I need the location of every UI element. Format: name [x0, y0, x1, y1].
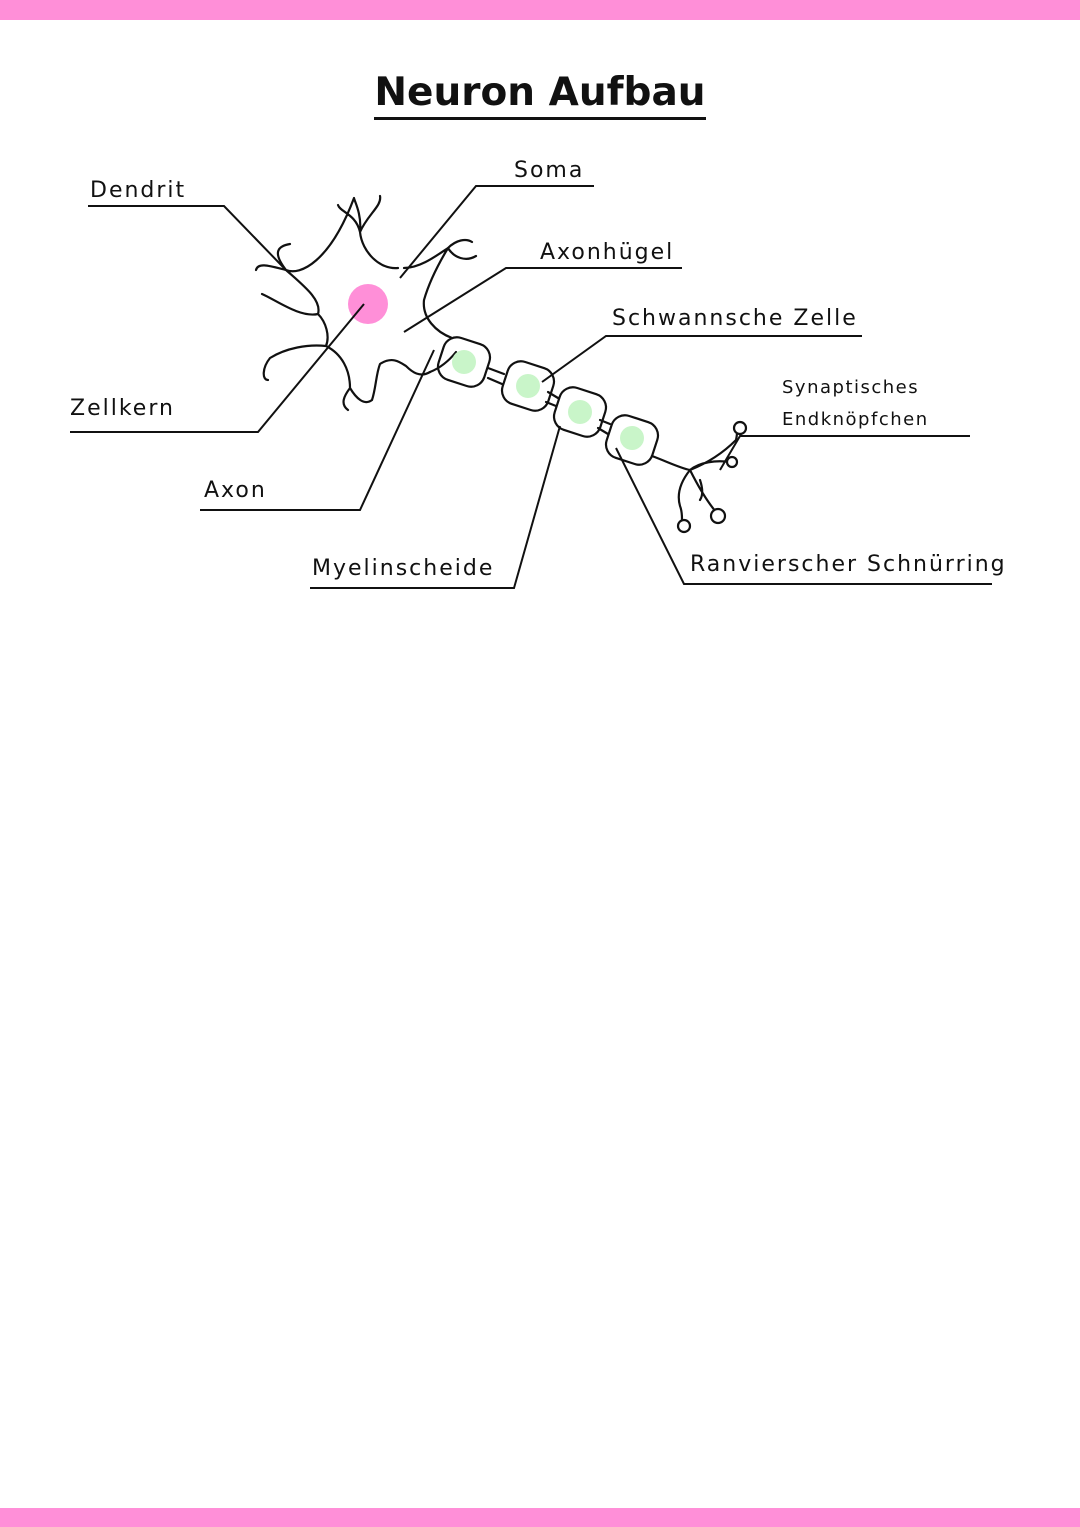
- ranvier-node-2: [544, 390, 560, 408]
- label-soma: Soma: [514, 158, 585, 183]
- leader-schwannsche-zelle: [541, 335, 862, 383]
- ranvier-node-3: [596, 418, 612, 436]
- synaptic-knob-2: [725, 455, 739, 469]
- leader-axon: [200, 349, 435, 511]
- leader-axonhuegel: [403, 267, 682, 333]
- leader-zellkern: [70, 303, 365, 433]
- soma-outline: [254, 194, 478, 412]
- schwann-nucleus-4: [620, 426, 644, 450]
- label-axonhuegel: Axonhügel: [540, 240, 675, 265]
- leader-synaptisches: [719, 435, 970, 471]
- myelin-segment-1: [436, 336, 492, 388]
- schwann-nucleus-1: [452, 350, 476, 374]
- label-ranvierscher-schnuerring: Ranvierscher Schnürring: [690, 552, 1007, 577]
- label-endknoepfchen: Endknöpfchen: [782, 409, 929, 430]
- label-synaptisches: Synaptisches: [782, 377, 920, 398]
- top-accent-bar: [0, 0, 1080, 20]
- synaptic-knob-1: [732, 420, 748, 436]
- myelin-segment-3: [552, 386, 608, 438]
- page-title-text: Neuron Aufbau: [374, 70, 706, 120]
- leader-ranvier: [615, 447, 992, 585]
- schwann-nucleus-3: [568, 400, 592, 424]
- bottom-accent-bar: [0, 1508, 1080, 1527]
- label-zellkern: Zellkern: [70, 396, 175, 421]
- leader-myelinscheide: [310, 425, 561, 589]
- axon-terminal: [650, 422, 742, 530]
- page-title: Neuron Aufbau: [0, 70, 1080, 120]
- synaptic-knob-3: [676, 518, 692, 534]
- leader-dendrit: [88, 205, 285, 269]
- nucleus-dot: [348, 284, 388, 324]
- axon-path: [428, 350, 458, 374]
- label-axon: Axon: [204, 478, 267, 503]
- schwann-nucleus-2: [516, 374, 540, 398]
- myelin-segment-4: [604, 414, 660, 466]
- label-schwannsche-zelle: Schwannsche Zelle: [612, 306, 858, 331]
- synaptic-knob-4: [709, 507, 727, 525]
- leader-soma: [399, 185, 594, 279]
- label-myelinscheide: Myelinscheide: [312, 556, 495, 581]
- label-dendrit: Dendrit: [90, 178, 187, 203]
- ranvier-node-1: [486, 366, 506, 386]
